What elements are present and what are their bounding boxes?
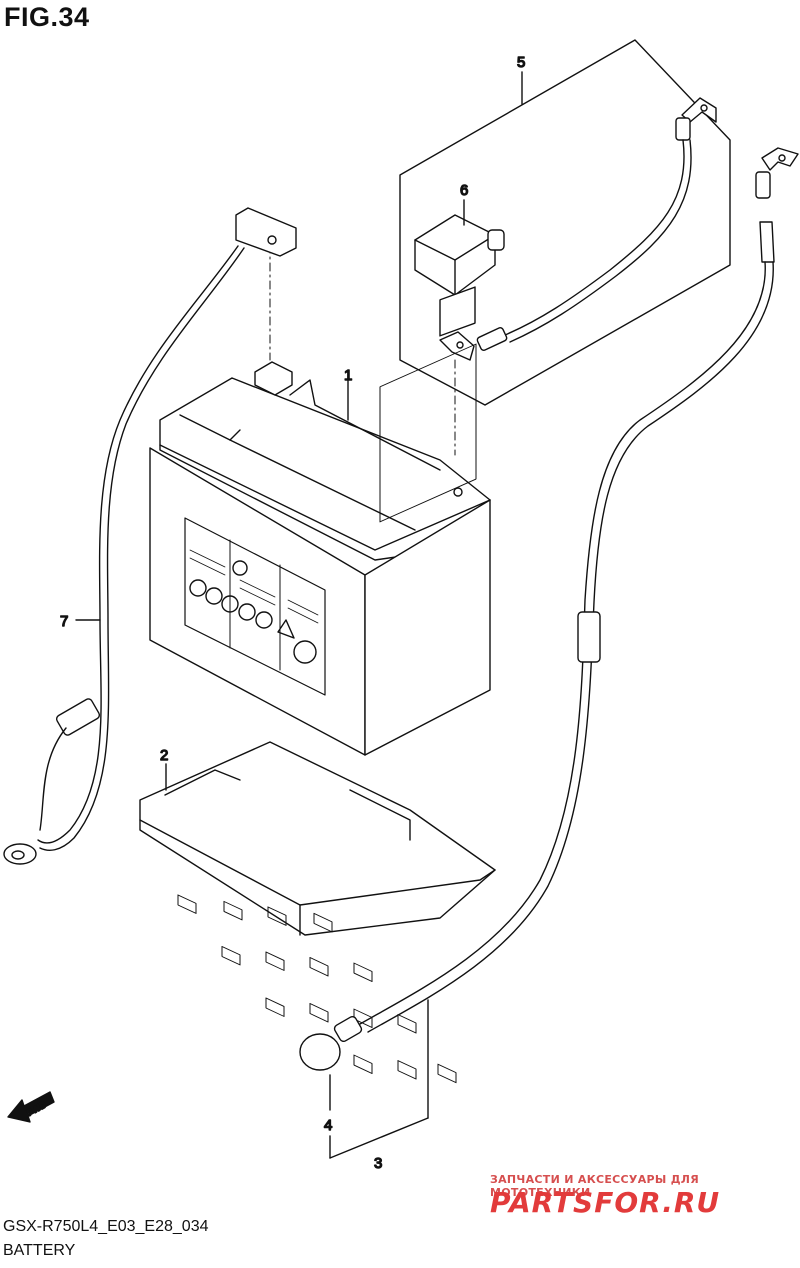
negative-cable-part: [3, 207, 297, 865]
battery-part: [149, 244, 491, 756]
callout-3: 3: [374, 1155, 382, 1172]
section-name: BATTERY: [3, 1242, 76, 1259]
callout-6: 6: [460, 182, 468, 199]
callout-2: 2: [160, 747, 168, 764]
positive-cable-part: [439, 97, 717, 456]
watermark-brand: PARTSFOR.RU: [490, 1186, 721, 1219]
model-code: GSX-R750L4_E03_E28_034: [3, 1218, 209, 1235]
callout-4: 4: [324, 1117, 332, 1134]
cable-kit-frame: [399, 39, 731, 406]
callout-5: 5: [517, 54, 525, 71]
fwd-arrow-icon: FWD: [7, 1091, 55, 1123]
figure-title: FIG.34: [4, 2, 90, 32]
callout-1: 1: [344, 367, 352, 384]
watermark-tagline: ЗАПЧАСТИ И АКСЕССУАРЫ ДЛЯ МОТОТЕХНИКИ: [490, 1173, 700, 1199]
battery-tray-part: [139, 741, 496, 1084]
terminal-cap-part: [414, 199, 505, 296]
callout-7: 7: [60, 613, 68, 630]
long-cable-part: [299, 147, 799, 1159]
